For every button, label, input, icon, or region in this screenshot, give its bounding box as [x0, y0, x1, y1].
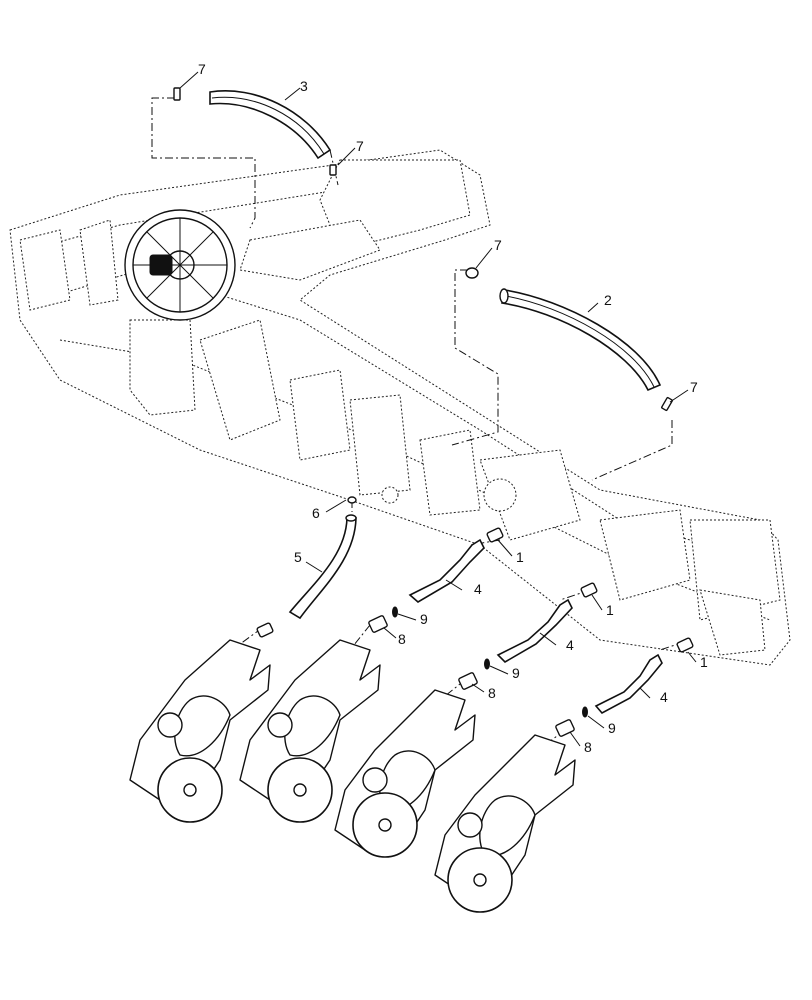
callout-8-b: 8 [488, 685, 496, 701]
callout-9-a: 9 [420, 611, 428, 627]
tube-4-c [594, 653, 663, 715]
clamps-7 [173, 87, 673, 412]
callout-9-c: 9 [608, 720, 616, 736]
hose-reel [124, 209, 236, 321]
row-unit-2 [239, 639, 381, 823]
callout-3: 3 [300, 78, 308, 94]
callout-8-a: 8 [398, 631, 406, 647]
hose-2 [499, 288, 662, 392]
callout-leaders [179, 71, 697, 747]
fittings-1 [486, 527, 694, 653]
callout-7-hose2: 7 [690, 379, 698, 395]
hose-5 [288, 496, 357, 620]
callout-7-top: 7 [198, 61, 206, 77]
callout-9-b: 9 [512, 665, 520, 681]
tube-4-a [408, 538, 485, 603]
tube-4-set [408, 538, 663, 715]
callout-labels: 7 3 7 7 2 7 6 5 1 4 1 4 1 4 9 8 9 8 9 8 [198, 61, 708, 755]
callout-2: 2 [604, 292, 612, 308]
callout-1-a: 1 [516, 549, 524, 565]
callout-5: 5 [294, 549, 302, 565]
callout-7-right: 7 [494, 237, 502, 253]
callout-1-b: 1 [606, 602, 614, 618]
row-unit-4 [434, 734, 576, 913]
row-unit-3 [334, 689, 476, 858]
callout-4-a: 4 [474, 581, 482, 597]
callout-1-c: 1 [700, 654, 708, 670]
tube-4-b [496, 598, 573, 664]
callout-4-c: 4 [660, 689, 668, 705]
callout-7-frame: 7 [356, 138, 364, 154]
fittings-8-9 [256, 606, 588, 737]
callout-6: 6 [312, 505, 320, 521]
callout-8-c: 8 [584, 739, 592, 755]
row-unit-1 [129, 639, 271, 823]
hose-3 [209, 90, 332, 160]
callout-4-b: 4 [566, 637, 574, 653]
toolbar-frame [9, 149, 791, 666]
